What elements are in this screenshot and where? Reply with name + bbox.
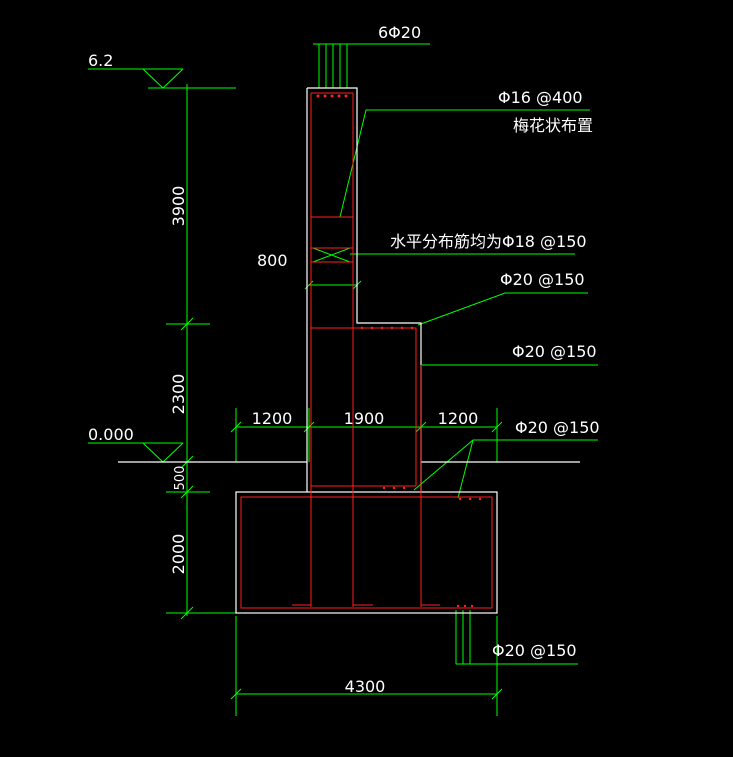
annotation-step-bars: Φ20 @150 bbox=[500, 270, 585, 289]
elevation-ground-label: 0.000 bbox=[88, 425, 134, 444]
dim-left-offset: 1200 bbox=[252, 409, 293, 428]
annotation-tie-bars-layout: 梅花状布置 bbox=[513, 116, 593, 135]
dim-stem-height: 3900 bbox=[169, 186, 188, 227]
dim-footing-thickness: 2000 bbox=[169, 534, 188, 575]
dim-footing-width: 4300 bbox=[345, 677, 386, 696]
dim-footing-embed: 500 bbox=[173, 466, 188, 491]
rebar-dots bbox=[316, 94, 482, 608]
dimension-lines bbox=[88, 43, 598, 716]
annotation-footing-bottom-bars: Φ20 @150 bbox=[492, 641, 577, 660]
annotation-top-bars: 6Φ20 bbox=[378, 23, 421, 42]
elevation-top-label: 6.2 bbox=[88, 51, 113, 70]
annotation-right-face-bars: Φ20 @150 bbox=[512, 342, 597, 361]
dim-right-offset: 1200 bbox=[438, 409, 479, 428]
annotation-horizontal-bars: 水平分布筋均为Φ18 @150 bbox=[390, 232, 587, 251]
dim-wall-base-width: 1900 bbox=[344, 409, 385, 428]
rebar-lines bbox=[240, 92, 493, 609]
dim-stem-width: 800 bbox=[257, 251, 288, 270]
dim-lower-wall-height: 2300 bbox=[169, 374, 188, 415]
drawing-texts: 6.2 0.000 3900 2300 500 2000 1200 1900 1… bbox=[88, 23, 600, 696]
annotation-footing-top-bars: Φ20 @150 bbox=[515, 418, 600, 437]
annotation-tie-bars-spacing: Φ16 @400 bbox=[498, 88, 583, 107]
wall-outline bbox=[118, 87, 580, 614]
